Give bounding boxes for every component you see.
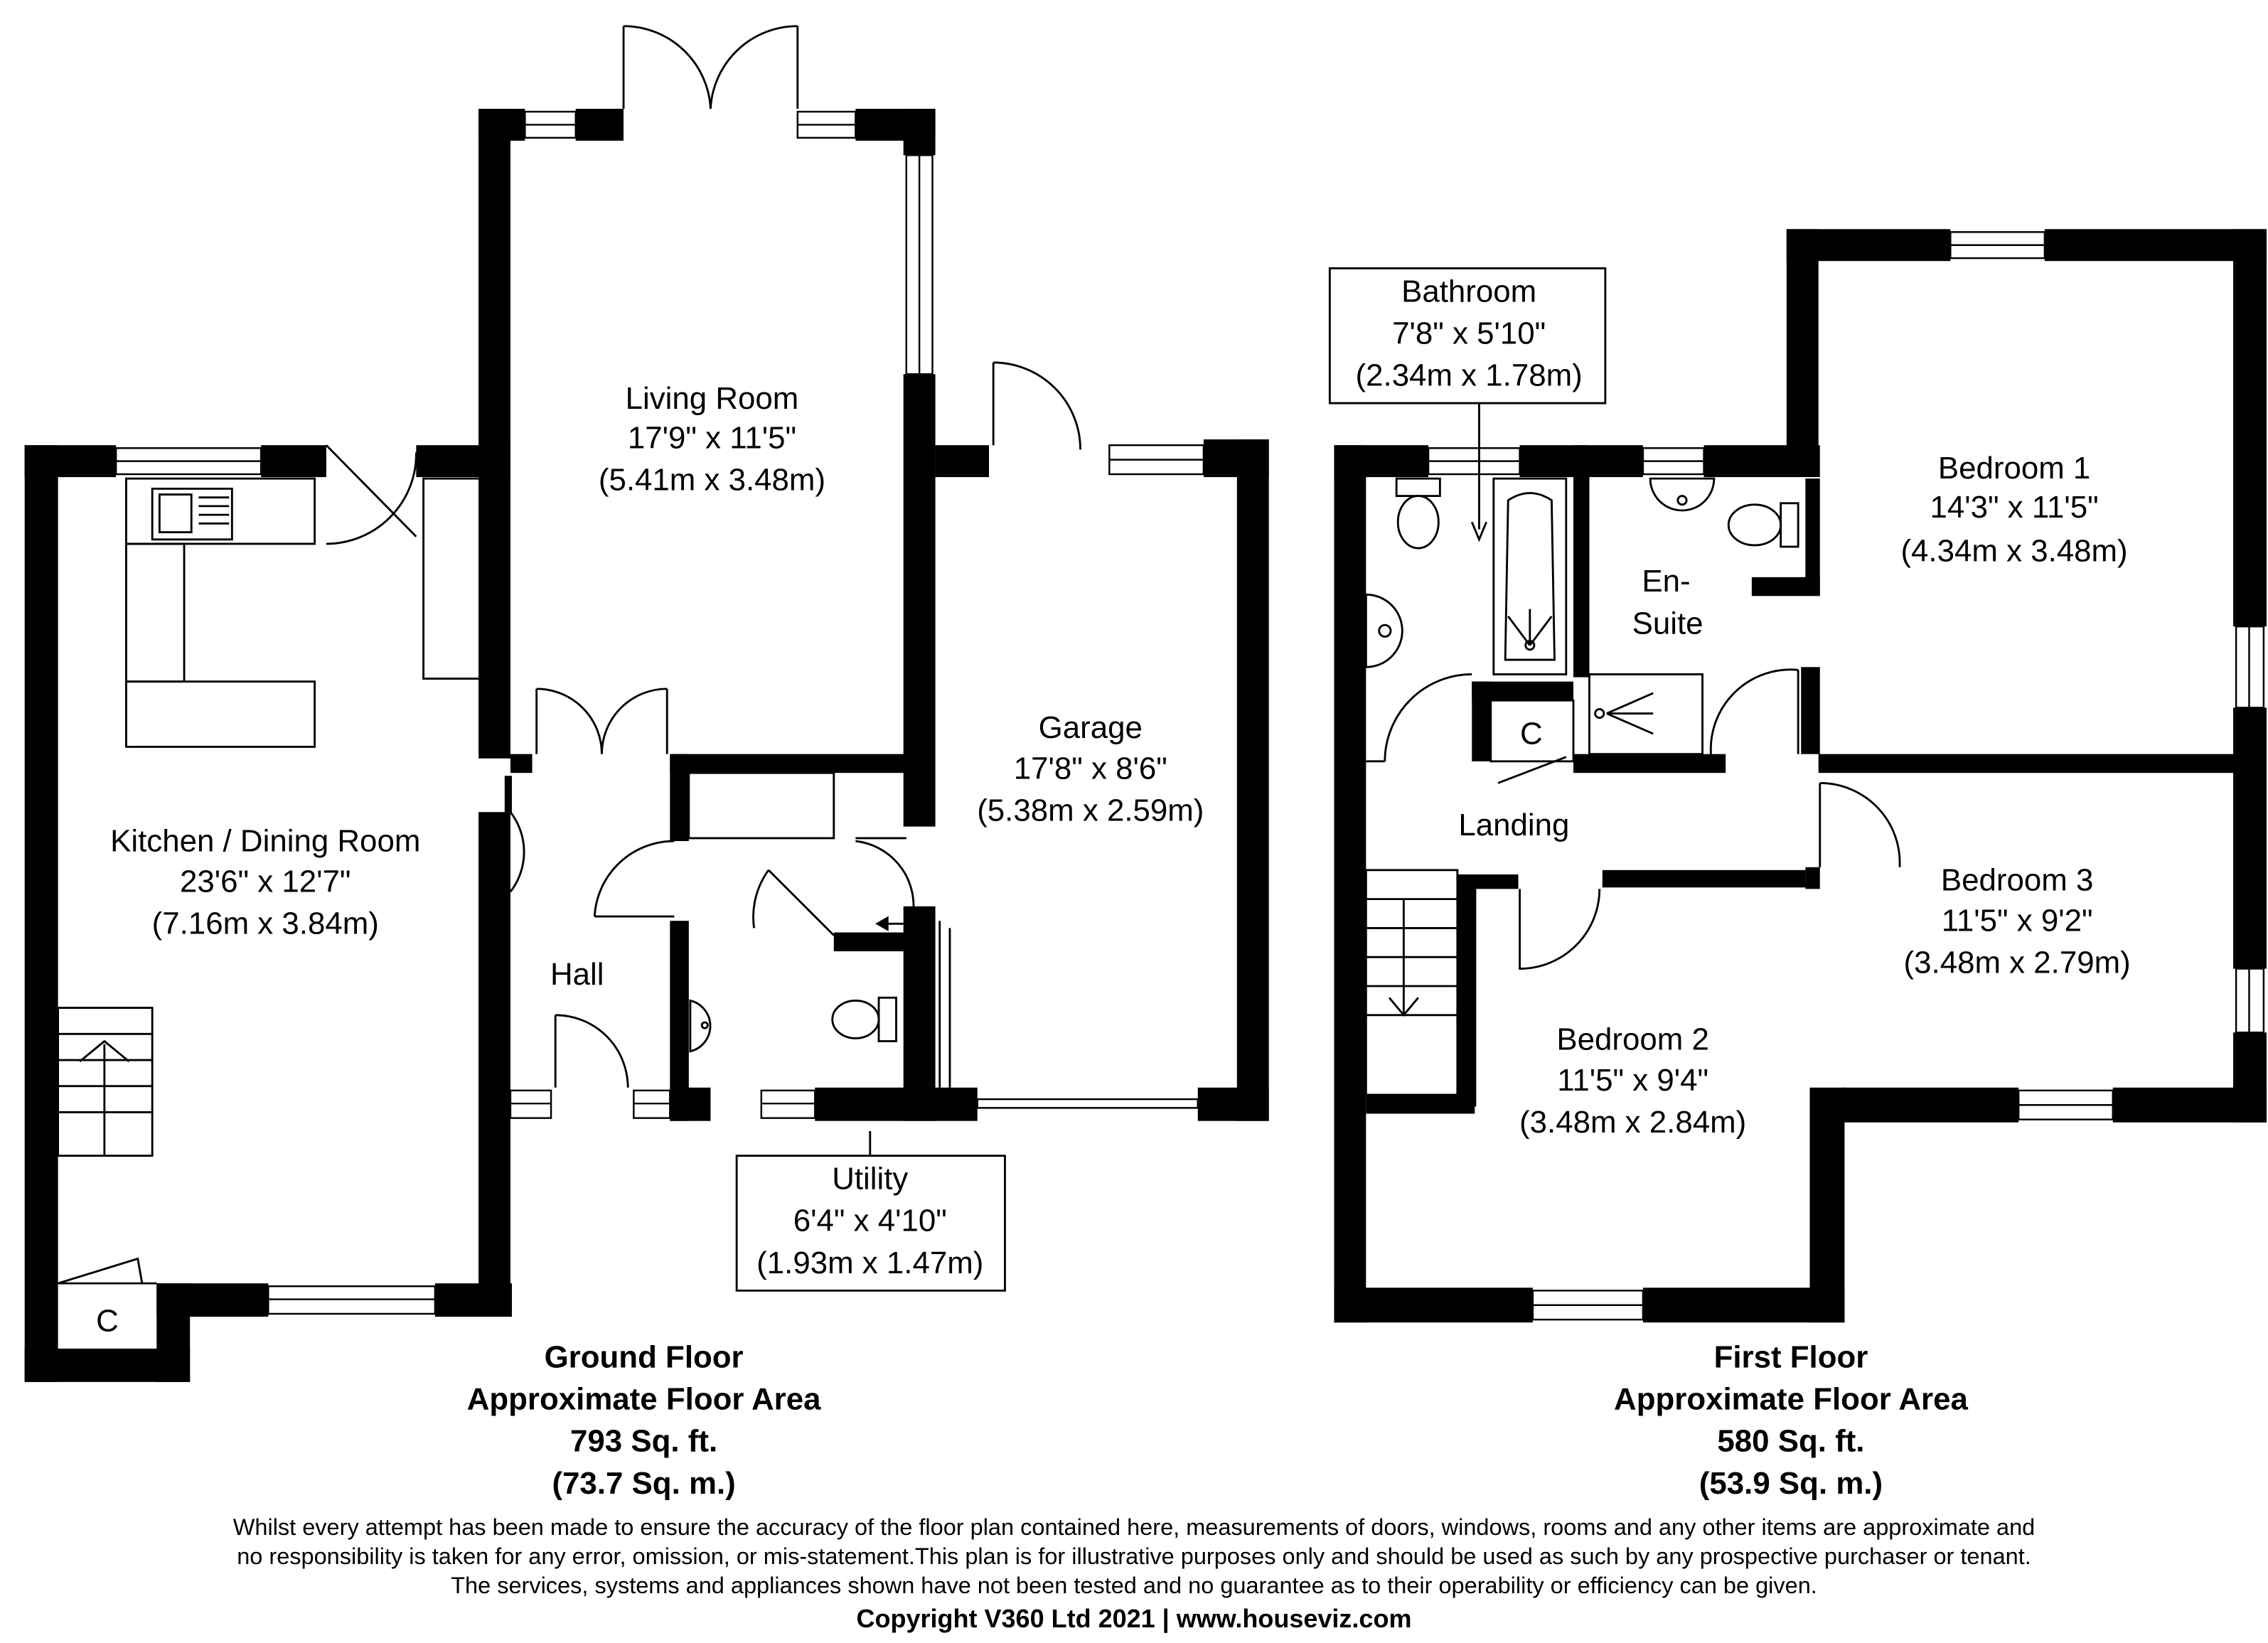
ground-floor-title: Ground Floor (545, 1339, 744, 1374)
kitchen-name: Kitchen / Dining Room (110, 823, 420, 858)
ground-floor-fixtures (57, 25, 1081, 1292)
ground-floor-sqm: (73.7 Sq. m.) (552, 1466, 735, 1501)
bedroom3-name: Bedroom 3 (1941, 862, 2093, 897)
bedroom1-metric: (4.34m x 3.48m) (1900, 533, 2127, 568)
first-floor-sqm: (53.9 Sq. m.) (1699, 1466, 1883, 1501)
hall-name: Hall (550, 957, 604, 992)
bedroom1-name: Bedroom 1 (1938, 451, 2090, 486)
first-floor-title: First Floor (1714, 1339, 1868, 1374)
first-floor-plan (1328, 229, 2267, 1323)
bedroom2-name: Bedroom 2 (1556, 1022, 1708, 1057)
label-bathroom: Bathroom 7'8" x 5'10" (2.34m x 1.78m) (1356, 274, 1583, 392)
floor-area-summaries: Ground Floor Approximate Floor Area 793 … (467, 1339, 1969, 1500)
ground-floor-sqft: 793 Sq. ft. (570, 1424, 717, 1459)
copyright-notice: Copyright V360 Ltd 2021 | www.houseviz.c… (856, 1604, 1412, 1633)
ground-floor-subtitle: Approximate Floor Area (467, 1382, 821, 1417)
utility-name: Utility (832, 1162, 908, 1197)
utility-metric: (1.93m x 1.47m) (756, 1246, 983, 1280)
ensuite-line1: En- (1642, 564, 1690, 599)
label-bedroom2: Bedroom 2 11'5" x 9'4" (3.48m x 2.84m) (1519, 1022, 1746, 1140)
bathroom-metric: (2.34m x 1.78m) (1356, 358, 1583, 393)
ground-floor-plan (24, 25, 1269, 1382)
label-ensuite: En- Suite (1632, 564, 1703, 641)
first-floor-windows (1427, 231, 2265, 1321)
label-living-room: Living Room 17'9" x 11'5" (5.41m x 3.48m… (599, 381, 825, 497)
first-floor-fixtures (1328, 267, 1901, 1096)
garage-name: Garage (1039, 710, 1143, 745)
kitchen-cupboard-label: C (96, 1303, 119, 1338)
room-labels: Living Room 17'9" x 11'5" (5.41m x 3.48m… (96, 274, 2131, 1338)
disclaimer: Whilst every attempt has been made to en… (0, 1513, 2268, 1600)
garage-imperial: 17'8" x 8'6" (1014, 751, 1167, 786)
living-room-name: Living Room (626, 381, 799, 416)
bathroom-imperial: 7'8" x 5'10" (1392, 316, 1546, 350)
bedroom2-metric: (3.48m x 2.84m) (1519, 1105, 1746, 1140)
disclaimer-line-3: The services, systems and appliances sho… (451, 1573, 1817, 1598)
kitchen-imperial: 23'6" x 12'7" (180, 864, 351, 899)
first-floor-sqft: 580 Sq. ft. (1717, 1424, 1864, 1459)
landing-cupboard-label: C (1520, 716, 1543, 751)
label-bedroom3: Bedroom 3 11'5" x 9'2" (3.48m x 2.79m) (1904, 862, 2131, 980)
living-room-metric: (5.41m x 3.48m) (599, 462, 825, 497)
bedroom3-metric: (3.48m x 2.79m) (1904, 946, 2131, 980)
utility-imperial: 6'4" x 4'10" (793, 1204, 947, 1238)
living-room-imperial: 17'9" x 11'5" (628, 420, 796, 455)
bedroom3-imperial: 11'5" x 9'2" (1942, 903, 2093, 938)
landing-name: Landing (1458, 808, 1569, 842)
garage-metric: (5.38m x 2.59m) (977, 793, 1204, 828)
label-garage: Garage 17'8" x 8'6" (5.38m x 2.59m) (977, 710, 1204, 828)
bedroom1-imperial: 14'3" x 11'5" (1930, 490, 2098, 525)
bedroom2-imperial: 11'5" x 9'4" (1557, 1063, 1708, 1098)
ground-floor-windows (114, 110, 1205, 1315)
first-floor-summary: First Floor Approximate Floor Area 580 S… (1614, 1339, 1968, 1500)
label-utility: Utility 6'4" x 4'10" (1.93m x 1.47m) (756, 1162, 983, 1280)
label-bedroom1: Bedroom 1 14'3" x 11'5" (4.34m x 3.48m) (1900, 451, 2127, 568)
kitchen-metric: (7.16m x 3.84m) (152, 906, 379, 941)
ensuite-line2: Suite (1632, 606, 1703, 641)
label-kitchen: Kitchen / Dining Room 23'6" x 12'7" (7.1… (110, 823, 420, 941)
ground-floor-summary: Ground Floor Approximate Floor Area 793 … (467, 1339, 821, 1500)
ground-floor-walls (24, 109, 1269, 1382)
disclaimer-line-2: no responsibility is taken for any error… (237, 1543, 2031, 1569)
first-floor-walls (1334, 229, 2267, 1323)
disclaimer-line-1: Whilst every attempt has been made to en… (232, 1514, 2036, 1540)
first-floor-subtitle: Approximate Floor Area (1614, 1382, 1968, 1417)
bathroom-name: Bathroom (1401, 274, 1536, 309)
